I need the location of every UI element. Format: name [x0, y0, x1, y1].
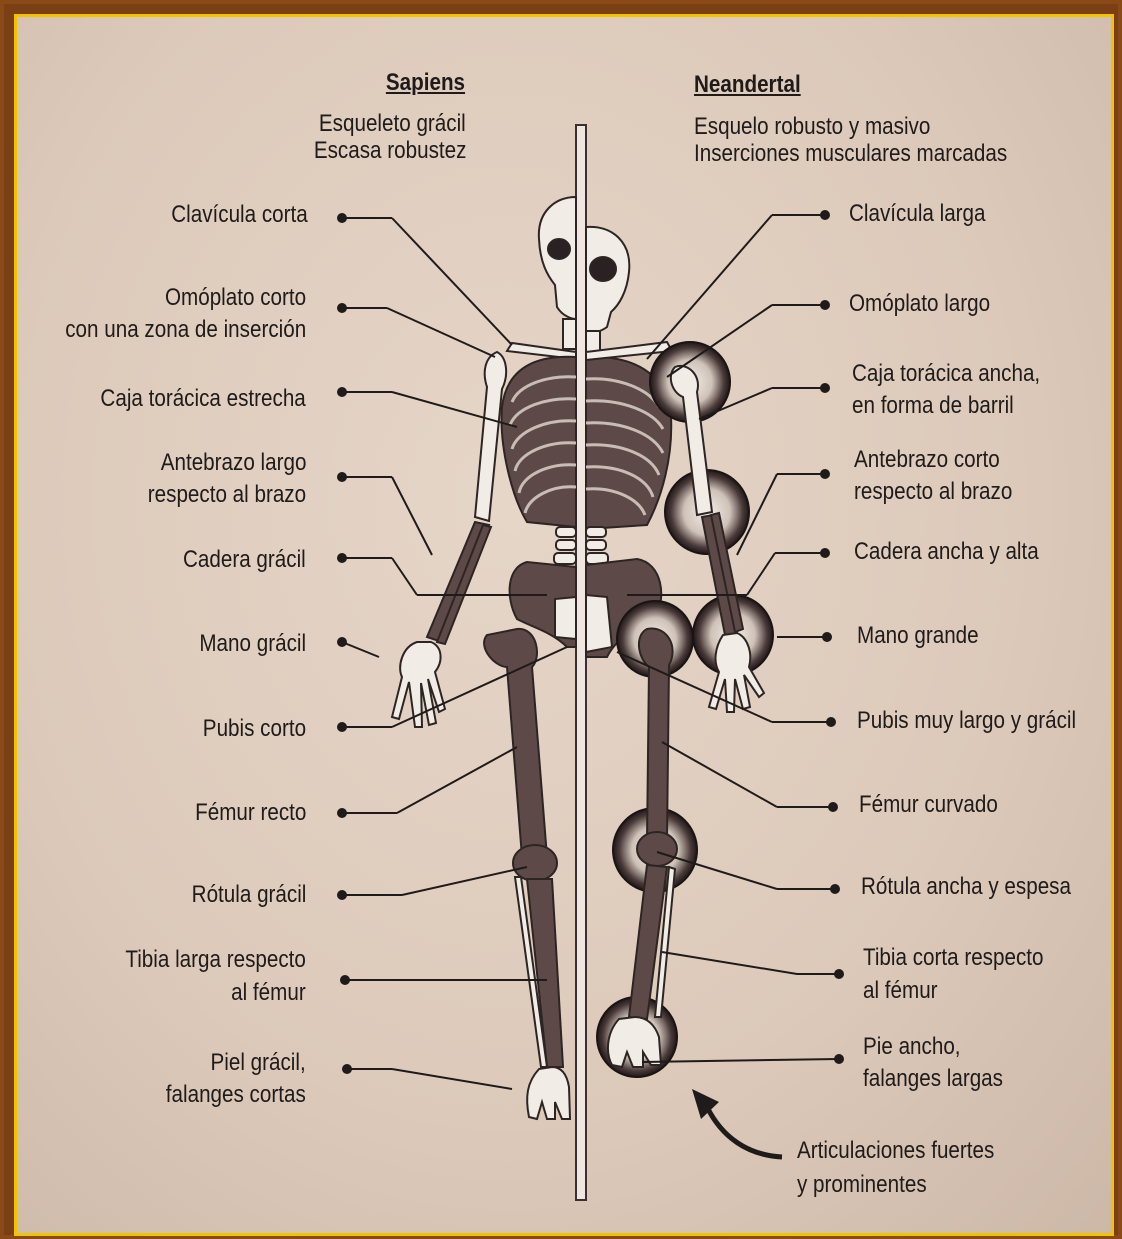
sapiens-spine [554, 527, 576, 564]
label-antebrazo-largo: Antebrazo largo [160, 447, 306, 479]
sapiens-desc-line1: Esqueleto grácil [319, 110, 466, 137]
label-omoplato-corto: Omóplato corto [165, 282, 306, 314]
annotation-line2: y prominentes [797, 1169, 927, 1201]
label-caja-toracica-estrecha: Caja torácica estrecha [101, 383, 306, 415]
label-forma-de-barril: en forma de barril [852, 390, 1014, 422]
joints-arrow-head [692, 1089, 719, 1119]
sapiens-desc-line2: Escasa robustez [313, 137, 466, 164]
label-pie-ancho: Pie ancho, [863, 1031, 961, 1063]
neandertal-desc-line2: Inserciones musculares marcadas [694, 140, 1007, 167]
label-femur-recto: Fémur recto [195, 797, 306, 829]
label-pubis-muy-largo: Pubis muy largo y grácil [857, 705, 1076, 737]
label-respecto-al-brazo-s: respecto al brazo [148, 479, 306, 511]
sapiens-kneecap [513, 845, 557, 881]
neandertal-kneecap [637, 832, 677, 866]
joints-arrow [707, 1107, 782, 1157]
label-pubis-corto: Pubis corto [203, 713, 306, 745]
neandertal-foot [608, 1017, 661, 1067]
label-cadera-ancha: Cadera ancha y alta [854, 536, 1039, 568]
label-mano-gracil: Mano grácil [199, 628, 306, 660]
label-antebrazo-corto: Antebrazo corto [854, 444, 1000, 476]
neandertal-skeleton [586, 227, 672, 657]
label-falanges-largas: falanges largas [863, 1063, 1003, 1095]
label-cadera-gracil: Cadera grácil [183, 544, 306, 576]
label-falanges-cortas: falanges cortas [166, 1079, 306, 1111]
label-clavicula-corta: Clavícula corta [171, 199, 308, 231]
label-omoplato-largo: Omóplato largo [849, 288, 990, 320]
sapiens-femur [484, 629, 547, 857]
center-divider [576, 125, 586, 1200]
neandertal-title: Neandertal [694, 69, 801, 101]
sapiens-leader-dots [337, 213, 352, 1074]
neandertal-spine [586, 527, 608, 564]
label-al-femur-s: al fémur [231, 977, 306, 1009]
label-respecto-al-brazo-n: respecto al brazo [854, 476, 1012, 508]
diagram-page: Sapiens Esqueleto grácil Escasa robustez… [14, 14, 1114, 1236]
neandertal-eye-socket [590, 257, 616, 281]
label-zona-insercion: con una zona de inserción [65, 314, 306, 346]
label-caja-toracica-ancha: Caja torácica ancha, [852, 358, 1040, 390]
label-tibia-larga: Tibia larga respecto [125, 944, 306, 976]
label-mano-grande: Mano grande [857, 620, 979, 652]
sapiens-title: Sapiens [386, 67, 465, 99]
label-clavicula-larga: Clavícula larga [849, 198, 986, 230]
label-rotula-gracil: Rótula grácil [191, 879, 306, 911]
label-al-femur-n: al fémur [863, 975, 938, 1007]
label-rotula-ancha: Rótula ancha y espesa [861, 871, 1071, 903]
sapiens-eye-socket [548, 239, 570, 259]
neandertal-leader-dots [820, 210, 844, 1064]
annotation-line1: Articulaciones fuertes [797, 1135, 994, 1167]
label-piel-gracil: Piel grácil, [211, 1047, 306, 1079]
neandertal-desc-line1: Esquelo robusto y masivo [694, 113, 930, 140]
label-tibia-corta: Tibia corta respecto [863, 942, 1043, 974]
label-femur-curvado: Fémur curvado [859, 789, 998, 821]
sapiens-foot [527, 1067, 570, 1119]
